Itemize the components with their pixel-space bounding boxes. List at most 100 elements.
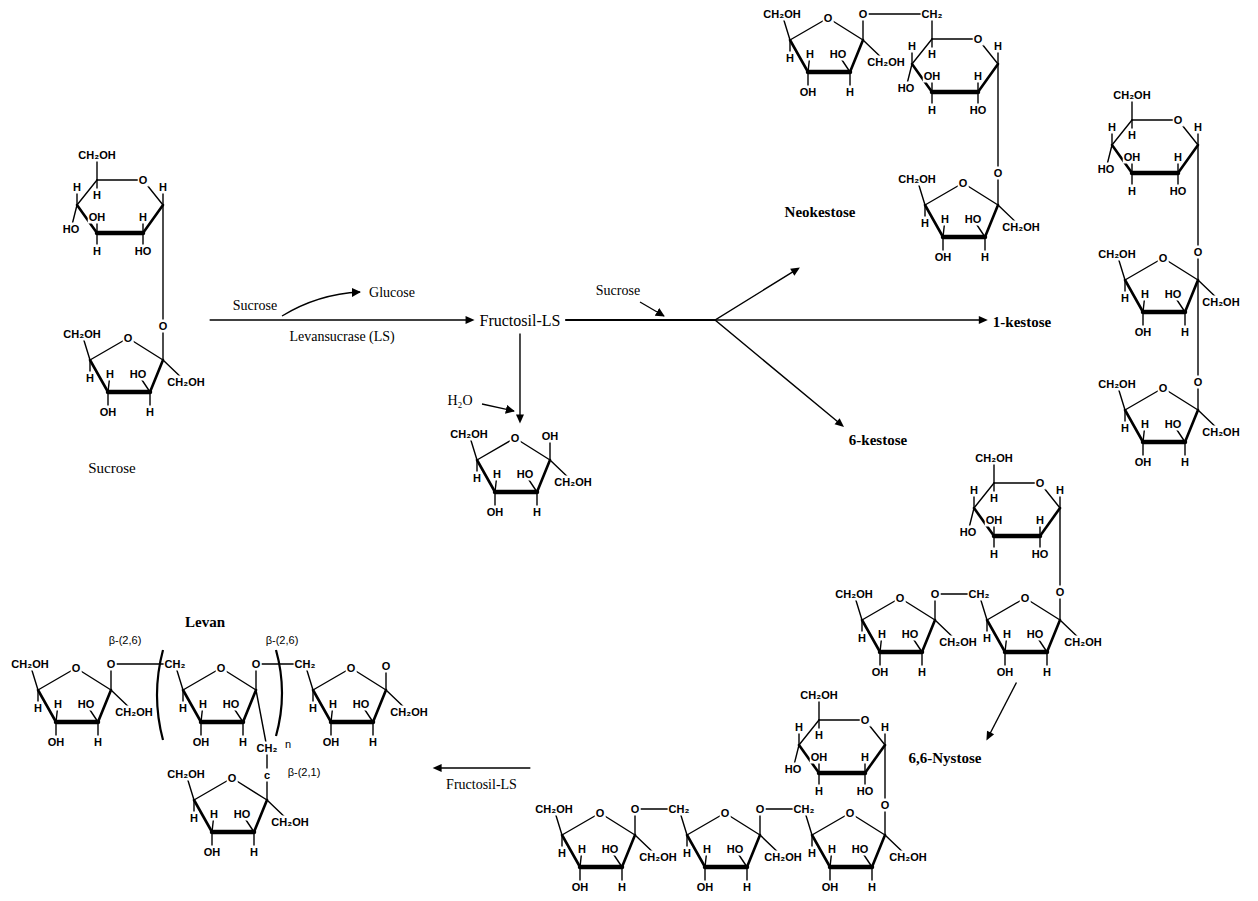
ring-bond	[808, 70, 850, 75]
molecule: 6,6-NystoseCH₂OHHOHHOHHHOHHOCH₂OHOHHHOOH…	[530, 685, 986, 898]
atom-label: CH₂	[668, 803, 691, 816]
atom-label: CH₂OH	[974, 452, 1013, 465]
ring-bond	[150, 360, 163, 392]
atom-label: H	[1042, 666, 1052, 679]
repeat-bracket	[276, 650, 282, 736]
atom-label: H	[1127, 129, 1137, 142]
atom-label: OH	[821, 881, 840, 894]
reaction-arrow	[210, 316, 475, 324]
molecule: 6-kestoseCH₂OHHOHHOHHHOHHOCH₂OHOHHHOOHHC…	[830, 427, 1106, 683]
atom-label: H	[328, 698, 338, 711]
atom-label: H	[742, 881, 752, 894]
atom-label: CH₂OH	[1201, 296, 1240, 309]
atom-label: HO	[1031, 548, 1050, 561]
ring-bond	[56, 720, 98, 725]
atom-label: H	[1107, 121, 1117, 134]
enzyme-complex: Fructosil-LS	[475, 307, 566, 334]
atom-label: HO	[233, 808, 252, 821]
ring-bond	[1143, 310, 1185, 315]
atom-label: HO	[134, 245, 153, 258]
atom-label: HO	[959, 526, 978, 539]
molecule: SucroseCH₂OHHOHHOHHHOHHOCH₂OHOHHHOOHHCH₂…	[58, 145, 210, 482]
atom-label: HO	[77, 698, 96, 711]
atom-label: O	[1173, 114, 1184, 127]
atom-label: O	[1193, 246, 1204, 259]
atom-label: OH	[1134, 456, 1153, 469]
atom-label: c	[263, 769, 271, 782]
atom-label: O	[158, 320, 169, 333]
atom-label: H	[1035, 514, 1045, 527]
atom-label: OH	[88, 211, 107, 224]
atom-label: H	[617, 881, 627, 894]
substrate-arrow	[640, 302, 664, 316]
atom-label: O	[895, 592, 906, 605]
atom-label: O	[823, 12, 834, 25]
glycosidic-bond	[884, 745, 885, 805]
ring-bond	[1185, 280, 1198, 312]
atom-label: CH₂OH	[270, 816, 309, 829]
atom-label: H	[1120, 422, 1130, 435]
atom-label: H	[927, 104, 937, 117]
atom-label: O	[1055, 586, 1066, 599]
atom-label: CH₂OH	[897, 173, 936, 186]
atom-label: OH	[203, 846, 222, 859]
atom-label: H	[1002, 628, 1012, 641]
atom-label: HO	[969, 104, 988, 117]
ring-bond	[622, 835, 635, 867]
atom-label: H	[85, 372, 95, 385]
ring-bond	[495, 490, 537, 495]
atom-label: CH₂	[164, 658, 187, 671]
molecule-name: Sucrose	[87, 459, 137, 477]
atom-label: H	[917, 666, 927, 679]
atom-label: O	[845, 807, 856, 820]
reaction-arrow	[433, 764, 531, 772]
atom-label: OH	[1123, 151, 1142, 164]
substrate-label: Sucrose	[595, 282, 641, 299]
atom-label: OH	[47, 736, 66, 749]
atom-label: CH₂OH	[166, 768, 205, 781]
atom-label: H	[1120, 292, 1130, 305]
atom-label: H	[880, 721, 890, 734]
atom-label: CH₂OH	[389, 706, 428, 719]
atom-label: OH	[810, 751, 829, 764]
molecule-name: Neokestose	[784, 203, 857, 221]
atom-label: HO	[1169, 185, 1188, 198]
atom-label: O	[1035, 477, 1046, 490]
arrow-head	[466, 316, 475, 324]
atom-label: OH	[192, 736, 211, 749]
atom-label: H	[1180, 456, 1190, 469]
atom-label: CH₂OH	[1201, 426, 1240, 439]
atom-label: O	[71, 662, 82, 675]
atom-label: O	[216, 662, 227, 675]
atom-label: H	[145, 406, 155, 419]
glycosidic-bond	[1059, 508, 1060, 592]
atom-label: H	[178, 702, 188, 715]
atom-label: CH₂OH	[449, 428, 488, 441]
substrate-label: Sucrose	[232, 297, 278, 314]
atom-label: HO	[222, 698, 241, 711]
atom-label: OH	[985, 514, 1004, 527]
polymer: Levanβ-(2,6)β-(2,6)CH₂OHOHHHOOHHCH₂OHCH₂…	[6, 609, 432, 863]
atom-label: H	[138, 211, 148, 224]
atom-label: O	[106, 658, 117, 671]
atom-label: HO	[726, 843, 745, 856]
ring-bond	[819, 771, 865, 776]
atom-label: HO	[1026, 628, 1045, 641]
ring-bond	[108, 390, 150, 395]
atom-label: O	[138, 174, 149, 187]
atom-label: H	[927, 48, 937, 61]
atom-label: O	[930, 588, 941, 601]
ring-bond	[994, 482, 1040, 483]
ring-bond	[1047, 620, 1060, 652]
atom-label: CH₂OH	[888, 851, 927, 864]
molecule-name: 1-kestose	[992, 313, 1052, 331]
ring-bond	[254, 800, 267, 832]
atom-label: CH₂OH	[10, 658, 49, 671]
atom-label: O	[510, 432, 521, 445]
atom-label: OH	[871, 666, 890, 679]
atom-label: H	[1127, 185, 1137, 198]
atom-label: O	[755, 803, 766, 816]
glycosidic-bond	[1197, 145, 1198, 252]
